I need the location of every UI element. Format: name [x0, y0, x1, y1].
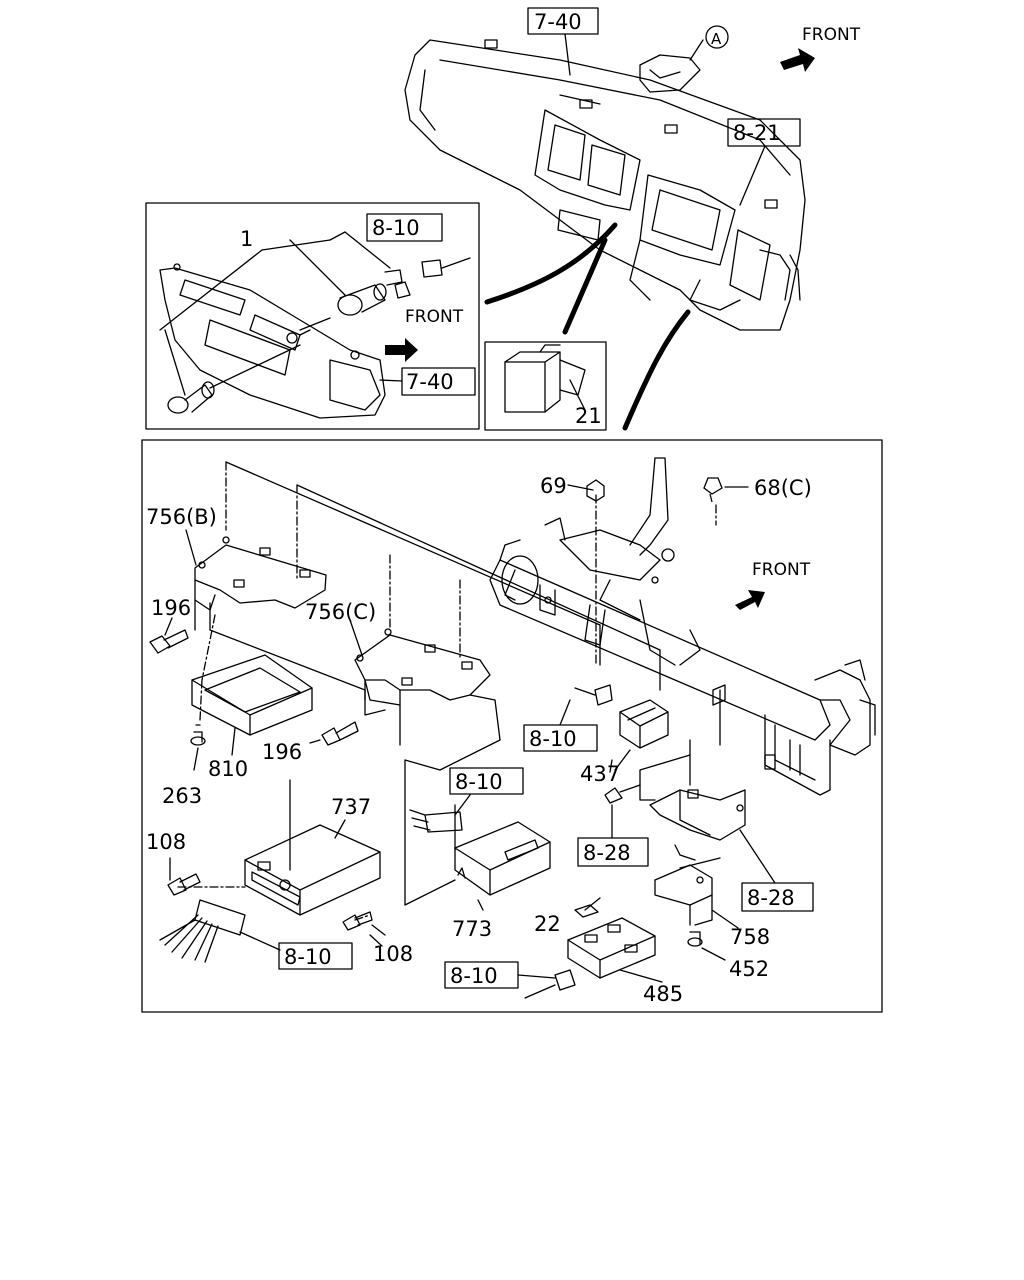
screw-263-drawing: [190, 724, 206, 746]
screw-8-28-drawing: [604, 784, 641, 804]
crossmember-drawing: [489, 457, 876, 796]
screw-108a-drawing: [167, 873, 201, 896]
label-485: 485: [643, 982, 683, 1006]
ref-box-8-10-inset: [366, 213, 443, 242]
label-1: 1: [240, 227, 253, 251]
ref-box-8-10-c: [278, 942, 353, 970]
lighter-drawing: [337, 257, 471, 316]
bracket-756b-drawing: [194, 536, 327, 611]
main-frame: [141, 439, 883, 1013]
label-108-a: 108: [146, 830, 186, 854]
front-label-top: FRONT: [802, 25, 861, 45]
label-437: 437: [580, 762, 620, 786]
label-756b: 756(B): [146, 505, 217, 529]
label-68c: 68(C): [754, 476, 812, 500]
inset-right-frame: [484, 341, 607, 431]
connector-773-drawing: [409, 809, 463, 833]
label-756c: 756(C): [305, 600, 376, 624]
ref-box-8-10-b: [449, 767, 524, 795]
part-22-drawing: [574, 904, 599, 918]
ref-8-10-c: 8-10: [284, 945, 332, 969]
label-69: 69: [540, 474, 567, 498]
ref-8-10-b: 8-10: [455, 770, 503, 794]
ref-8-10-a: 8-10: [529, 727, 577, 751]
ref-box-8-28-b: [741, 882, 814, 912]
bracket-756c-drawing: [354, 628, 501, 741]
ref-box-7-40-top: [527, 7, 599, 35]
part-773-drawing: [454, 821, 551, 896]
label-22: 22: [534, 912, 561, 936]
part-485-drawing: [567, 917, 656, 979]
label-810: 810: [208, 757, 248, 781]
screw-108b-drawing: [342, 911, 373, 931]
front-arrow-main: [735, 590, 765, 610]
label-196-a: 196: [151, 596, 191, 620]
ref-box-8-28-a: [577, 837, 649, 867]
bracket-8-28-drawing: [639, 739, 746, 861]
inset-left-frame: [145, 202, 480, 430]
ref-8-10-d: 8-10: [450, 964, 498, 988]
part-21-drawing: [504, 344, 586, 413]
connector-485-drawing: [524, 969, 576, 999]
label-21: 21: [575, 404, 602, 428]
part-810-drawing: [191, 654, 313, 736]
ref-8-10-inset: 8-10: [372, 216, 420, 240]
ref-8-21: 8-21: [733, 121, 781, 145]
knob-drawing: [167, 381, 215, 414]
ref-8-28-a: 8-28: [583, 841, 631, 865]
label-758: 758: [730, 925, 770, 949]
dashboard-drawing: [404, 39, 806, 331]
component-a-drawing: [639, 39, 704, 93]
part-737-drawing: [244, 824, 381, 916]
bracket-758-drawing: [654, 864, 713, 926]
ref-8-28-b: 8-28: [747, 886, 795, 910]
ref-box-8-21: [727, 118, 801, 147]
callout-a-label: A: [711, 30, 722, 48]
switch-panel-drawing: [159, 263, 386, 419]
screw-452-drawing: [687, 931, 703, 947]
label-452: 452: [729, 957, 769, 981]
label-773: 773: [452, 917, 492, 941]
label-263: 263: [162, 784, 202, 808]
ref-7-40-top: 7-40: [534, 10, 582, 34]
small-connector-437-drawing: [574, 684, 613, 706]
screw-68-drawing: [703, 477, 723, 503]
ref-box-8-10-d: [444, 961, 519, 989]
front-label-main: FRONT: [752, 560, 811, 580]
label-196-b: 196: [262, 740, 302, 764]
screw-196b-drawing: [321, 721, 359, 746]
label-737: 737: [331, 795, 371, 819]
label-108-b: 108: [373, 942, 413, 966]
screw-196a-drawing: [149, 629, 189, 654]
connector-harness-drawing: [159, 899, 246, 963]
callout-a-circle: [705, 25, 729, 49]
front-label-inset: FRONT: [405, 307, 464, 327]
nut-69-drawing: [586, 479, 605, 502]
part-437-drawing: [619, 699, 669, 749]
ref-box-8-10-a: [523, 724, 598, 752]
ref-7-40-inset: 7-40: [406, 370, 454, 394]
